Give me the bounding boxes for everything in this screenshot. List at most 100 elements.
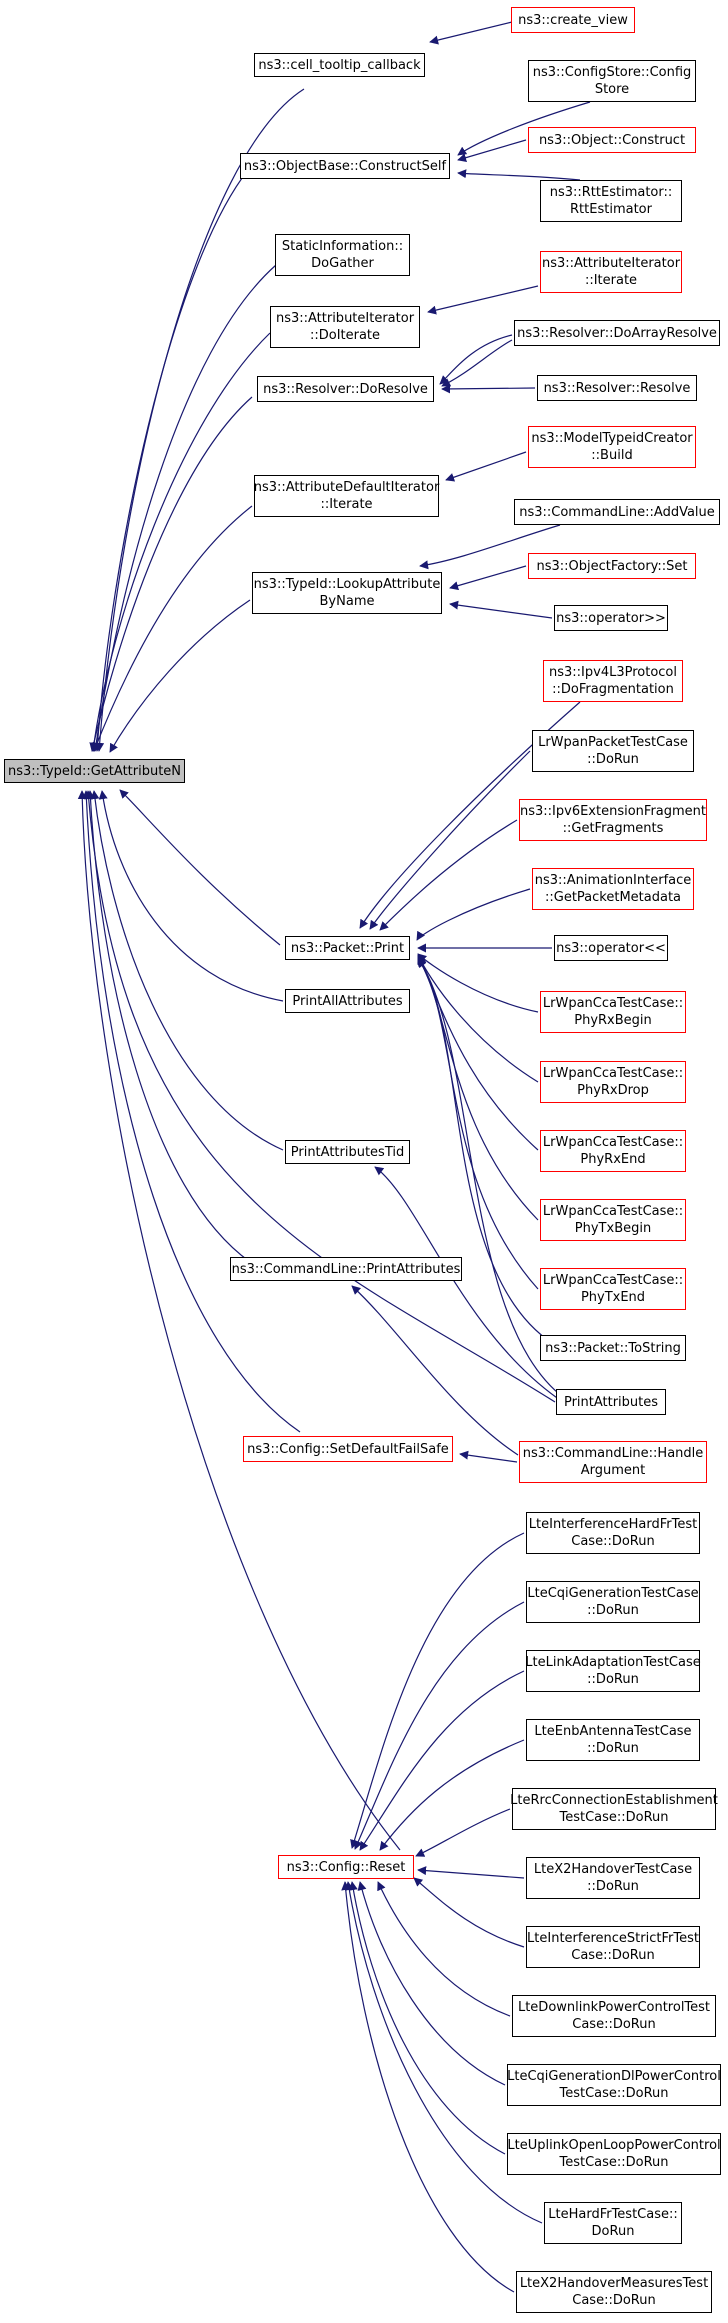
node-ltecqigeneration-dorun[interactable]: LteCqiGenerationTestCase ::DoRun (526, 1581, 700, 1623)
node-object-construct[interactable]: ns3::Object::Construct (528, 127, 696, 153)
node-configstore[interactable]: ns3::ConfigStore::Config Store (528, 60, 696, 102)
node-resolver-resolve[interactable]: ns3::Resolver::Resolve (537, 375, 697, 401)
node-label: PrintAllAttributes (292, 993, 403, 1009)
node-label: ns3::CommandLine::PrintAttributes (231, 1261, 461, 1277)
edge (457, 101, 591, 156)
edge (415, 1808, 511, 1857)
node-ltecqigenerationdlpowercontrol-dorun[interactable]: LteCqiGenerationDlPowerControl TestCase:… (507, 2064, 721, 2106)
node-label: ns3::Ipv4L3Protocol ::DoFragmentation (549, 665, 677, 697)
node-cell-tooltip-callback[interactable]: ns3::cell_tooltip_callback (254, 53, 425, 77)
node-staticinformation-dogather[interactable]: StaticInformation:: DoGather (275, 234, 410, 276)
node-packet-tostring[interactable]: ns3::Packet::ToString (540, 1335, 686, 1361)
node-operator-shift-right[interactable]: ns3::operator>> (554, 605, 668, 631)
edge (427, 285, 539, 315)
node-config-reset[interactable]: ns3::Config::Reset (278, 1855, 414, 1879)
edge (416, 888, 531, 941)
edge (90, 790, 284, 1151)
node-lteuplinkopenlooppowercontrol-dorun[interactable]: LteUplinkOpenLoopPowerControl TestCase::… (507, 2133, 721, 2175)
edge (459, 1450, 518, 1463)
edge (84, 790, 556, 1403)
node-resolver-doarrayresolve[interactable]: ns3::Resolver::DoArrayResolve (514, 320, 720, 346)
edge (419, 524, 561, 570)
node-label: ns3::TypeId::LookupAttribute ByName (253, 577, 441, 609)
node-rttestimator[interactable]: ns3::RttEstimator:: RttEstimator (540, 180, 682, 222)
edge (91, 264, 277, 752)
node-lterrcconnection-dorun[interactable]: LteRrcConnectionEstablishment TestCase::… (510, 1788, 718, 1830)
node-label: LteX2HandoverMeasuresTest Case::DoRun (519, 2276, 709, 2308)
node-label: ns3::Resolver::Resolve (543, 380, 691, 396)
node-label: ns3::Resolver::DoResolve (263, 381, 428, 397)
node-label: LteX2HandoverTestCase ::DoRun (533, 1862, 693, 1894)
edge (449, 565, 527, 591)
node-lrwpanpackettestcase-dorun[interactable]: LrWpanPacketTestCase ::DoRun (532, 730, 694, 772)
edge (351, 1285, 519, 1456)
node-label: ns3::CommandLine::Handle Argument (522, 1446, 704, 1478)
node-label: ns3::Resolver::DoArrayResolve (517, 325, 717, 341)
node-label: LteUplinkOpenLoopPowerControl TestCase::… (507, 2138, 721, 2170)
edge (445, 451, 527, 482)
edge (417, 1866, 525, 1879)
node-lrwpancca-phyrxbegin[interactable]: LrWpanCcaTestCase:: PhyRxBegin (540, 991, 686, 1033)
edge (98, 790, 284, 1002)
edge (457, 169, 581, 181)
node-label: PrintAttributes (563, 1394, 659, 1410)
node-root[interactable]: ns3::TypeId::GetAttributeN (4, 759, 185, 783)
node-operator-shift-left[interactable]: ns3::operator<< (554, 935, 668, 961)
node-label: LteCqiGenerationTestCase ::DoRun (527, 1586, 699, 1618)
node-label: ns3::operator>> (556, 610, 666, 626)
node-animationinterface-getpacketmetadata[interactable]: ns3::AnimationInterface ::GetPacketMetad… (532, 868, 694, 910)
node-ltelinkadaptation-dorun[interactable]: LteLinkAdaptationTestCase ::DoRun (525, 1650, 701, 1692)
node-ltex2handovermeasures-dorun[interactable]: LteX2HandoverMeasuresTest Case::DoRun (516, 2271, 712, 2313)
node-commandline-handleargument[interactable]: ns3::CommandLine::Handle Argument (519, 1441, 707, 1483)
node-label: ns3::AttributeIterator ::DoIterate (275, 311, 415, 343)
node-label: LteDownlinkPowerControlTest Case::DoRun (517, 2000, 711, 2032)
edge (350, 1532, 525, 1849)
node-lrwpancca-phytxbegin[interactable]: LrWpanCcaTestCase:: PhyTxBegin (540, 1199, 686, 1241)
edge (457, 139, 527, 163)
node-lrwpancca-phyrxdrop[interactable]: LrWpanCcaTestCase:: PhyRxDrop (540, 1061, 686, 1103)
node-ipv6extensionfragment-getfragments[interactable]: ns3::Ipv6ExtensionFragment ::GetFragment… (519, 799, 707, 841)
node-modeltypeidcreator-build[interactable]: ns3::ModelTypeidCreator ::Build (528, 426, 696, 468)
node-label: LrWpanCcaTestCase:: PhyTxEnd (542, 1273, 684, 1305)
node-ltehardfr-dorun[interactable]: LteHardFrTestCase:: DoRun (544, 2202, 682, 2244)
edge (109, 599, 251, 753)
node-ltex2handover-dorun[interactable]: LteX2HandoverTestCase ::DoRun (526, 1857, 700, 1899)
node-lteinterferencestrictfr-dorun[interactable]: LteInterferenceStrictFrTest Case::DoRun (526, 1926, 700, 1968)
node-commandline-addvalue[interactable]: ns3::CommandLine::AddValue (514, 499, 720, 525)
edge (359, 1670, 525, 1851)
node-label: ns3::Packet::Print (290, 940, 405, 956)
node-resolver-doresolve[interactable]: ns3::Resolver::DoResolve (257, 376, 434, 402)
node-lteinterferencehardfr-dorun[interactable]: LteInterferenceHardFrTest Case::DoRun (526, 1512, 700, 1554)
node-lrwpancca-phytxend[interactable]: LrWpanCcaTestCase:: PhyTxEnd (540, 1268, 686, 1310)
node-ipv4l3protocol-dofragmentation[interactable]: ns3::Ipv4L3Protocol ::DoFragmentation (543, 660, 683, 702)
node-label: ns3::cell_tooltip_callback (258, 57, 421, 73)
node-create-view[interactable]: ns3::create_view (511, 7, 635, 33)
node-printallattributes[interactable]: PrintAllAttributes (285, 989, 410, 1013)
node-objectbase-constructself[interactable]: ns3::ObjectBase::ConstructSelf (240, 153, 450, 179)
node-commandline-printattributes[interactable]: ns3::CommandLine::PrintAttributes (230, 1257, 462, 1281)
node-ltedownlinkpowercontrol-dorun[interactable]: LteDownlinkPowerControlTest Case::DoRun (512, 1995, 716, 2037)
node-lrwpancca-phyrxend[interactable]: LrWpanCcaTestCase:: PhyRxEnd (540, 1130, 686, 1172)
node-attributeiterator-iterate[interactable]: ns3::AttributeIterator ::Iterate (540, 251, 682, 293)
node-typeid-lookupattributebyname[interactable]: ns3::TypeId::LookupAttribute ByName (252, 572, 442, 614)
edge (77, 790, 401, 1851)
node-label: ns3::Packet::ToString (545, 1340, 681, 1356)
edge (85, 790, 251, 1263)
node-objectfactory-set[interactable]: ns3::ObjectFactory::Set (528, 553, 696, 579)
node-label: LrWpanCcaTestCase:: PhyRxBegin (542, 996, 684, 1028)
node-label: LteLinkAdaptationTestCase ::DoRun (525, 1655, 701, 1687)
node-attributedefaultiterator-iterate[interactable]: ns3::AttributeDefaultIterator ::Iterate (254, 475, 439, 517)
node-attributeiterator-doiterate[interactable]: ns3::AttributeIterator ::DoIterate (270, 306, 420, 348)
edge (441, 339, 513, 387)
node-packet-print[interactable]: ns3::Packet::Print (285, 936, 410, 960)
edge (344, 1881, 543, 2224)
edge (449, 600, 553, 619)
node-config-setdefaultfailsafe[interactable]: ns3::Config::SetDefaultFailSafe (243, 1436, 453, 1462)
edge (417, 954, 539, 1083)
node-lteenbantenna-dorun[interactable]: LteEnbAntennaTestCase ::DoRun (526, 1719, 700, 1761)
edge (348, 1881, 506, 2155)
node-printattributestid[interactable]: PrintAttributesTid (285, 1140, 410, 1164)
edge (95, 88, 305, 752)
node-label: ns3::Object::Construct (538, 132, 686, 148)
node-printattributes[interactable]: PrintAttributes (556, 1389, 666, 1415)
